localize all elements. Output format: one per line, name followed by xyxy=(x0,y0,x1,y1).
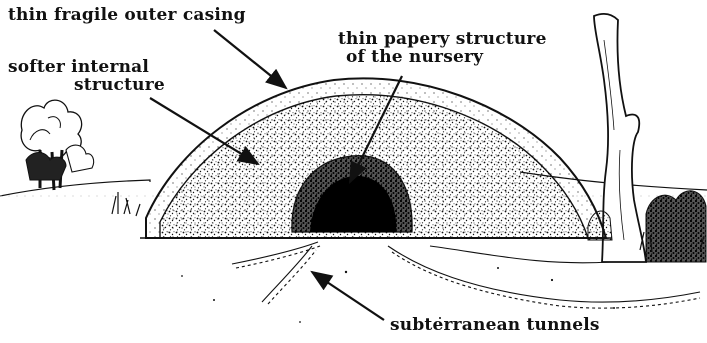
grass-left xyxy=(112,192,140,216)
label-outer-casing: thin fragile outer casing xyxy=(8,6,246,25)
trees-left xyxy=(21,100,94,190)
label-nursery-line2: of the nursery xyxy=(346,48,483,67)
label-tunnels: subterranean tunnels xyxy=(390,316,600,335)
arrow-outer-casing xyxy=(214,30,286,88)
arrow-tunnels xyxy=(312,272,384,320)
label-internal-structure-line2: structure xyxy=(74,76,165,95)
